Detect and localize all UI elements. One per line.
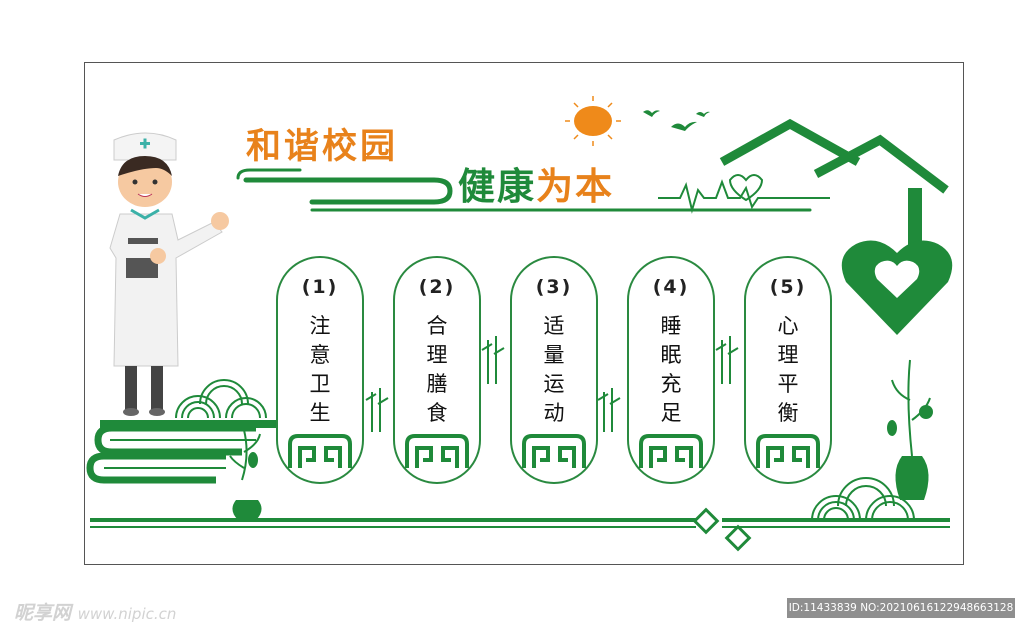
health-tip-card-2: (2) 合理膳食 — [393, 256, 481, 484]
watermark-site-name: 昵享网 — [14, 602, 72, 624]
card-number: (2) — [418, 276, 456, 298]
cloud-pattern — [175, 379, 267, 419]
watermark-image-id: ID:11433839 NO:20210616122948663128 — [787, 598, 1015, 618]
heartbeat-line — [658, 174, 830, 214]
card-text: 睡眠充足 — [660, 314, 682, 425]
card-text: 心理平衡 — [777, 314, 799, 425]
display-board — [84, 62, 964, 565]
card-number: (3) — [535, 276, 573, 298]
card-text: 合理膳食 — [426, 314, 448, 425]
fret-ornament — [756, 434, 820, 468]
watermark-site: 昵享网 www.nipic.cn — [14, 598, 176, 625]
fret-ornament — [288, 434, 352, 468]
card-number: (1) — [301, 276, 339, 298]
card-number: (5) — [769, 276, 807, 298]
sun-icon — [565, 96, 621, 146]
watermark-site-url: www.nipic.cn — [77, 605, 177, 623]
fret-ornament — [522, 434, 586, 468]
nurse-illustration — [109, 132, 229, 416]
base-lines — [90, 518, 950, 528]
cloud-swirl-line — [236, 168, 812, 212]
title-sub: 健康为本 — [458, 156, 614, 210]
birds-icon — [643, 110, 710, 131]
card-number: (4) — [652, 276, 690, 298]
title-sub-orange: 为本 — [536, 165, 614, 208]
book-stack — [86, 420, 276, 484]
health-tip-card-4: (4) 睡眠充足 — [627, 256, 715, 484]
cloud-pattern-right — [811, 477, 915, 521]
card-text: 适量运动 — [543, 314, 565, 425]
bamboo-icon — [365, 336, 739, 432]
health-tip-card-3: (3) 适量运动 — [510, 256, 598, 484]
diamond-ornament — [692, 507, 752, 552]
vase-flower-icon — [229, 429, 262, 520]
health-tip-card-5: (5) 心理平衡 — [744, 256, 832, 484]
card-text: 注意卫生 — [309, 314, 331, 425]
title-main: 和谐校园 — [246, 127, 399, 167]
fret-ornament — [405, 434, 469, 468]
health-tip-card-1: (1) 注意卫生 — [276, 256, 364, 484]
title-sub-green: 健康 — [458, 165, 536, 208]
vase-flower-icon-right — [887, 359, 933, 500]
fret-ornament — [639, 434, 703, 468]
house-heart-icon — [719, 118, 953, 335]
